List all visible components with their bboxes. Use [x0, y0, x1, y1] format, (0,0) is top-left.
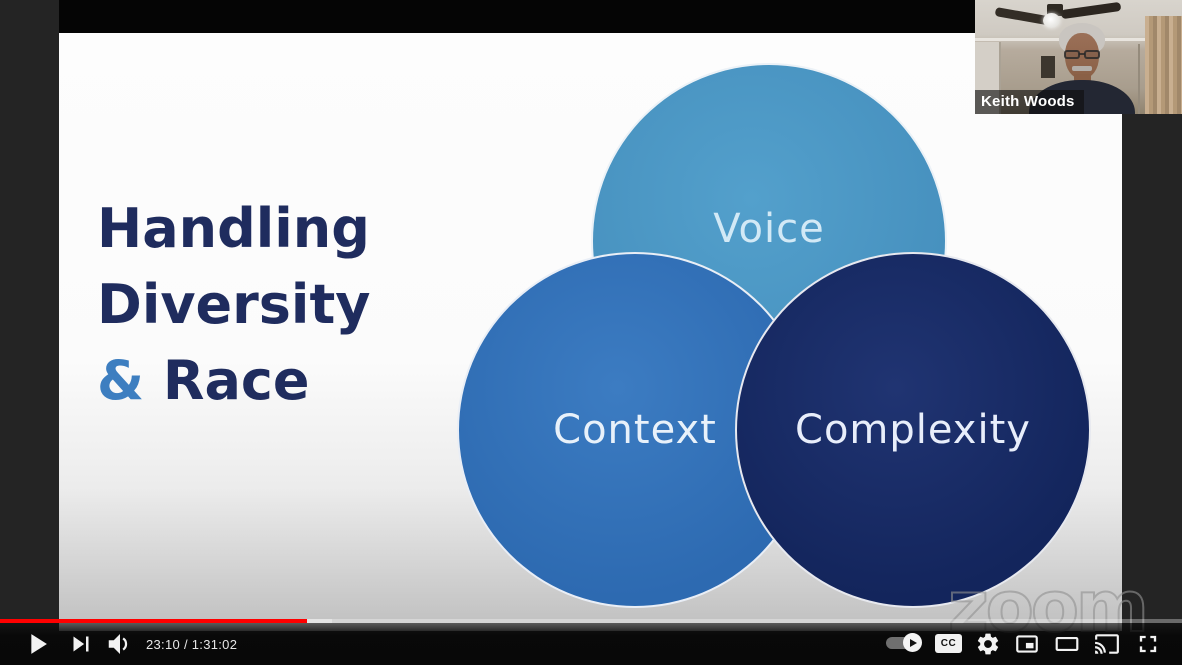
captions-button[interactable]: CC [935, 634, 962, 653]
progress-bar[interactable] [0, 619, 1182, 623]
cast-button[interactable] [1090, 627, 1124, 661]
theater-icon [1055, 636, 1079, 652]
fullscreen-button[interactable] [1131, 627, 1165, 661]
slide-title-line2: Diversity [97, 273, 371, 336]
ceiling-fan-blade [1060, 1, 1122, 20]
webcam-name-label: Keith Woods [975, 90, 1084, 114]
speaker-mustache [1072, 66, 1092, 71]
room-picture-frame [1041, 56, 1055, 78]
control-bar [0, 623, 1182, 665]
progress-track [0, 619, 1182, 623]
ceiling-fan-light [1043, 13, 1060, 28]
cc-icon: CC [940, 638, 957, 649]
slide-title: Handling Diversity & Race [97, 191, 370, 419]
settings-button[interactable] [971, 627, 1005, 661]
room-curtain [1145, 16, 1182, 114]
speaker-glasses [1064, 50, 1100, 59]
fullscreen-icon [1139, 635, 1157, 653]
progress-buffer [307, 619, 333, 623]
video-letterbox-bar [59, 0, 975, 33]
cast-icon [1095, 634, 1119, 654]
venn-label-voice: Voice [713, 206, 825, 252]
venn-label-context: Context [553, 407, 717, 453]
next-button[interactable] [64, 627, 98, 661]
autoplay-knob [903, 633, 922, 652]
webcam-overlay: Keith Woods [975, 0, 1182, 114]
volume-button[interactable] [103, 627, 137, 661]
slide-title-line1: Handling [97, 197, 370, 260]
theater-button[interactable] [1050, 627, 1084, 661]
progress-played [0, 619, 308, 623]
slide-title-line3: & Race [97, 343, 370, 419]
gear-icon [977, 633, 999, 655]
autoplay-play-icon [910, 638, 917, 647]
video-surface-slide[interactable]: Handling Diversity & Race Voice Context … [59, 33, 1122, 631]
slide-title-ampersand: & [97, 349, 145, 412]
play-button[interactable] [20, 627, 54, 661]
time-display: 23:10 / 1:31:02 [146, 637, 238, 652]
slide-title-race: Race [162, 349, 310, 412]
venn-circle-complexity: Complexity [735, 252, 1091, 608]
miniplayer-button[interactable] [1010, 627, 1044, 661]
speaker-face [1065, 33, 1099, 79]
autoplay-toggle[interactable] [886, 633, 922, 652]
miniplayer-icon [1016, 635, 1038, 653]
venn-label-complexity: Complexity [795, 407, 1031, 453]
room-wall-edge [1138, 44, 1140, 114]
